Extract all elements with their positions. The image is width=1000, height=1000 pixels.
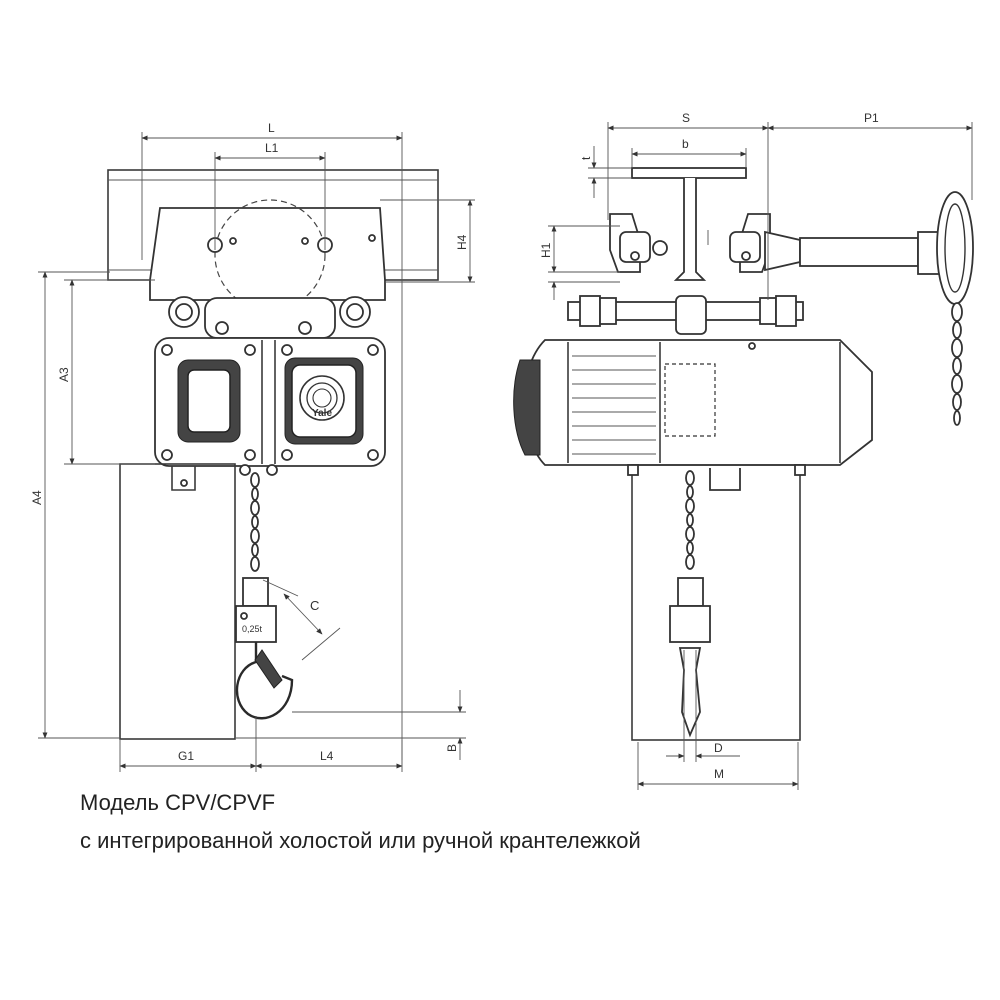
dim-A3: A3 <box>57 367 71 382</box>
dim-H4: H4 <box>455 234 469 250</box>
dim-L: L <box>268 121 275 135</box>
dim-B: B <box>445 744 459 752</box>
caption-model: Модель CPV/CPVF <box>80 790 276 815</box>
dim-P1: P1 <box>864 111 879 125</box>
brand-label: Yale <box>312 408 332 419</box>
hook-block <box>235 605 277 643</box>
front-view: Yale 0,25t C L <box>30 121 475 772</box>
dim-H1: H1 <box>539 242 553 258</box>
hook <box>235 642 294 720</box>
hand-chain <box>951 302 963 426</box>
hook-block-side <box>669 605 711 643</box>
handwheel <box>936 191 974 305</box>
dim-D: D <box>714 741 723 755</box>
hoist-body-side <box>523 339 873 466</box>
dim-L1: L1 <box>265 141 279 155</box>
handwheel-shaft <box>799 237 919 267</box>
front-chain <box>250 472 260 572</box>
load-label: 0,25t <box>242 624 263 634</box>
bolt-left <box>168 296 200 328</box>
beam-web <box>673 178 707 281</box>
dim-b: b <box>682 137 689 151</box>
dim-A4: A4 <box>30 490 44 505</box>
wheel-dashed-circle <box>214 199 326 311</box>
dim-G1: G1 <box>178 749 194 763</box>
dim-C: C <box>310 598 319 613</box>
side-view: S P1 b t H1 D M <box>513 111 974 790</box>
dim-M: M <box>714 767 724 781</box>
caption-description: с интегрированной холостой или ручной кр… <box>80 828 641 853</box>
dim-S: S <box>682 111 690 125</box>
dim-t: t <box>579 156 593 160</box>
chain-bag-side <box>631 464 801 741</box>
trolley-plate <box>149 207 386 301</box>
hook-side <box>678 647 702 738</box>
beam-flange <box>631 167 747 179</box>
bolt-right <box>339 296 371 328</box>
dim-L4: L4 <box>320 749 334 763</box>
side-chain <box>685 470 695 570</box>
chain-bag <box>119 463 236 740</box>
